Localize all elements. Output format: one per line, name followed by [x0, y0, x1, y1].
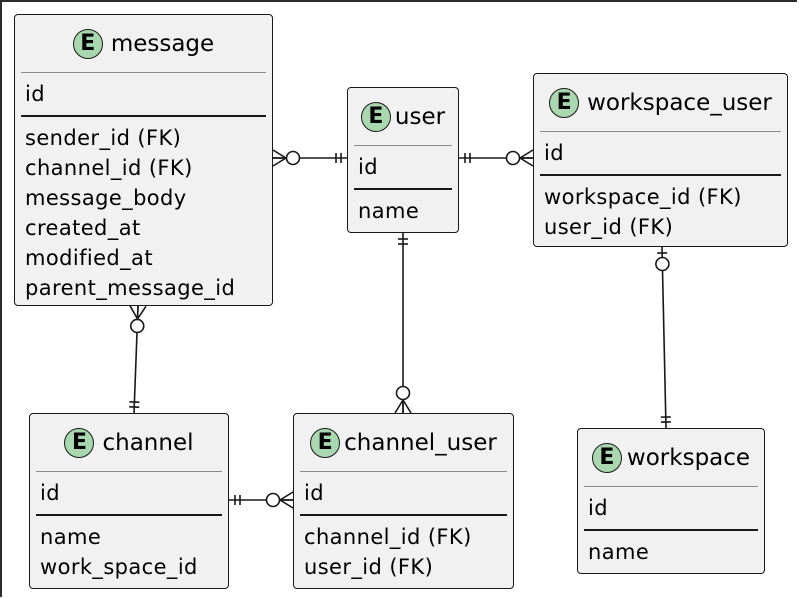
attribute-field: user_id (FK) [304, 555, 434, 579]
crowfoot-mark [129, 305, 139, 320]
entity-title: channel [102, 429, 194, 456]
key-fields: id [304, 478, 509, 508]
crowfoot-mark [519, 149, 534, 159]
attribute-field: parent_message_id [25, 276, 236, 300]
attribute-field: modified_at [25, 246, 153, 270]
attribute-fields: workspace_id (FK) user_id (FK) [544, 182, 783, 242]
key-field: id [304, 481, 324, 505]
header-divider [21, 72, 266, 73]
zero-circle-mark [505, 150, 521, 166]
key-field: id [40, 481, 60, 505]
attribute-fields: name [588, 537, 760, 567]
header-divider [36, 471, 222, 472]
zero-circle-mark [265, 492, 281, 508]
key-fields: id [544, 138, 783, 168]
key-divider [354, 188, 452, 190]
attribute-field: name [358, 199, 420, 223]
key-fields: id [588, 493, 760, 523]
entity-header: E channel_user [294, 414, 513, 471]
attribute-field: message_body [25, 186, 187, 210]
attribute-fields: channel_id (FK) user_id (FK) [304, 522, 509, 582]
entity-workspace[interactable]: E workspace id name [577, 428, 765, 574]
crowfoot-mark [402, 399, 412, 414]
crowfoot-mark [279, 499, 294, 509]
attribute-field: created_at [25, 216, 141, 240]
key-divider [21, 115, 266, 117]
header-divider [584, 486, 758, 487]
crowfoot-mark [394, 399, 404, 414]
attribute-field: name [588, 540, 650, 564]
key-divider [584, 529, 758, 531]
entity-header: E message [15, 15, 272, 72]
key-field: id [25, 82, 45, 106]
entity-header: E workspace [578, 429, 764, 486]
entity-channel-user[interactable]: E channel_user id channel_id (FK) user_i… [293, 413, 514, 589]
crowfoot-mark [136, 305, 147, 320]
key-divider [300, 514, 507, 516]
entity-title: workspace [626, 444, 751, 471]
zero-circle-mark [395, 385, 411, 401]
attribute-field: user_id (FK) [544, 215, 674, 239]
key-field: id [588, 496, 608, 520]
header-divider [300, 471, 507, 472]
key-fields: id [25, 79, 268, 109]
crowfoot-mark [279, 491, 294, 501]
relationship-line [661, 246, 667, 429]
entity-title: channel_user [344, 429, 497, 456]
entity-badge-icon: E [64, 427, 95, 458]
zero-circle-mark [129, 318, 145, 334]
entity-title: user [394, 103, 446, 130]
attribute-field: channel_id (FK) [304, 525, 472, 549]
attribute-fields: sender_id (FK) channel_id (FK) message_b… [25, 123, 268, 303]
entity-badge-icon: E [591, 442, 622, 473]
zero-circle-mark [285, 150, 301, 166]
attribute-field: workspace_id (FK) [544, 185, 742, 209]
entity-badge-icon: E [360, 101, 391, 132]
header-divider [354, 145, 452, 146]
attribute-field: channel_id (FK) [25, 156, 193, 180]
entity-header: E workspace_user [534, 74, 787, 131]
entity-badge-icon: E [72, 28, 103, 59]
entity-channel[interactable]: E channel id name work_space_id [29, 413, 229, 589]
entity-title: message [110, 30, 215, 57]
entity-header: E user [348, 88, 458, 145]
zero-circle-mark [655, 256, 670, 272]
entity-header: E channel [30, 414, 228, 471]
attribute-field: name [40, 525, 102, 549]
attribute-field: sender_id (FK) [25, 126, 182, 150]
attribute-field: work_space_id [40, 555, 198, 579]
entity-message[interactable]: E message id sender_id (FK) channel_id (… [14, 14, 273, 306]
crowfoot-mark [272, 149, 287, 159]
entity-user[interactable]: E user id name [347, 87, 459, 233]
key-field: id [544, 141, 564, 165]
key-divider [36, 514, 222, 516]
entity-title: workspace_user [587, 89, 772, 116]
entity-workspace-user[interactable]: E workspace_user id workspace_id (FK) us… [533, 73, 788, 247]
attribute-fields: name work_space_id [40, 522, 224, 582]
header-divider [540, 131, 781, 132]
key-fields: id [358, 152, 454, 182]
entity-badge-icon: E [549, 87, 580, 118]
key-divider [540, 174, 781, 176]
attribute-fields: name [358, 196, 454, 226]
entity-badge-icon: E [310, 427, 341, 458]
key-fields: id [40, 478, 224, 508]
crowfoot-mark [272, 157, 287, 167]
crowfoot-mark [519, 157, 534, 167]
key-field: id [358, 155, 378, 179]
